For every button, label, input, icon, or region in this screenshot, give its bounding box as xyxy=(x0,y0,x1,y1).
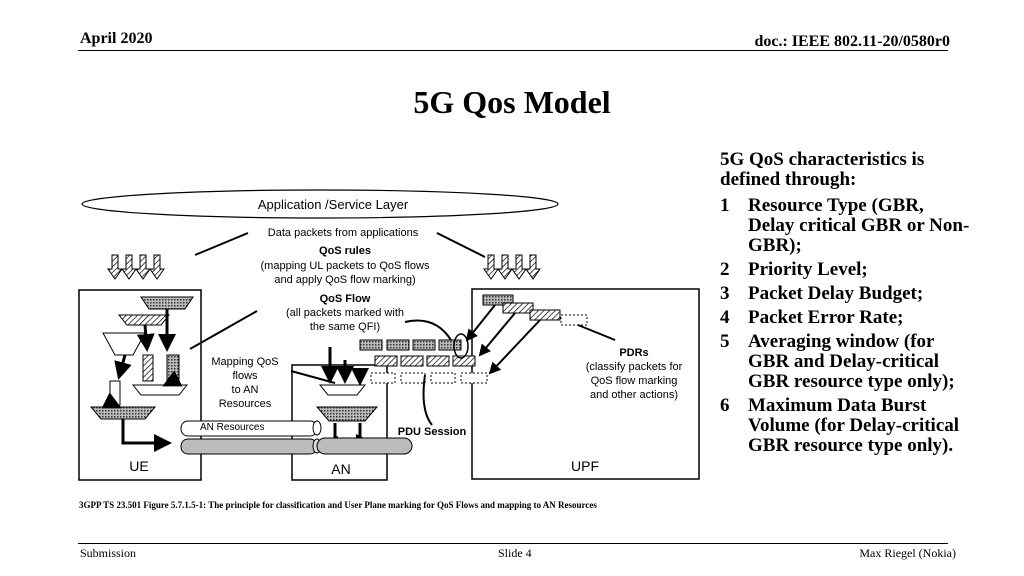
qos-rules-title: QoS rules xyxy=(319,245,371,257)
header-doc-id: doc.: IEEE 802.11-20/0580r0 xyxy=(754,33,950,50)
item-text: Priority Level; xyxy=(748,259,868,280)
item-text: Averaging window (for GBR and Delay-crit… xyxy=(748,331,955,392)
pdrs-line1: (classify packets for xyxy=(586,361,683,373)
pdrs-line3: and other actions) xyxy=(590,389,678,401)
characteristics-title: 5G QoS characteristics is defined throug… xyxy=(720,149,925,190)
upf-input-arrows xyxy=(483,254,541,280)
upf-pdr-elements xyxy=(482,294,588,326)
an-resources-label: AN Resources xyxy=(200,422,264,433)
list-item: 5 Averaging window (for GBR and Delay-cri… xyxy=(720,332,970,392)
qos-rules-line2: and apply QoS flow marking) xyxy=(274,274,415,286)
item-text: Maximum Data Burst Volume (for Delay-cri… xyxy=(748,395,960,456)
an-label: AN xyxy=(331,461,350,477)
item-text: Resource Type (GBR, Delay critical GBR o… xyxy=(748,195,970,256)
list-item: 1 Resource Type (GBR, Delay critical GBR … xyxy=(720,196,970,256)
header-rule xyxy=(78,50,948,51)
data-packets-label: Data packets from applications xyxy=(268,227,419,239)
footer-author: Max Riegel (Nokia) xyxy=(859,546,956,560)
qos-model-diagram: Application /Service Layer UE AN UPF xyxy=(78,189,700,481)
pdu-session-flows xyxy=(359,339,488,384)
upf-internal-arrows xyxy=(465,304,541,375)
callout-lines xyxy=(189,232,616,426)
item-number: 6 xyxy=(720,395,730,416)
list-item: 2 Priority Level; xyxy=(720,260,970,280)
mapping-line4: Resources xyxy=(219,398,272,410)
item-text: Packet Delay Budget; xyxy=(748,283,924,304)
slide-title: 5G Qos Model xyxy=(413,84,611,120)
qos-flow-title: QoS Flow xyxy=(320,293,371,305)
pdu-session-ellipse xyxy=(453,333,469,359)
mapping-line2: flows xyxy=(232,370,258,382)
pdu-session-label: PDU Session xyxy=(398,426,467,438)
ue-input-arrows xyxy=(107,254,165,280)
footer-submission: Submission xyxy=(80,546,137,560)
ue-label: UE xyxy=(129,458,148,474)
list-item: 6 Maximum Data Burst Volume (for Delay-cr… xyxy=(720,396,970,456)
figure-caption: 3GPP TS 23.501 Figure 5.7.1.5-1: The pri… xyxy=(79,500,597,510)
list-item: 4 Packet Error Rate; xyxy=(720,308,970,328)
mapping-line1: Mapping QoS xyxy=(211,356,278,368)
pdrs-title: PDRs xyxy=(619,347,648,359)
item-number: 1 xyxy=(720,195,730,216)
an-resources-pipes xyxy=(180,420,413,455)
qos-flow-line2: the same QFI) xyxy=(310,321,380,333)
qos-flow-line1: (all packets marked with xyxy=(286,307,404,319)
item-number: 5 xyxy=(720,331,730,352)
ue-internal-arrows xyxy=(101,309,183,452)
item-number: 4 xyxy=(720,307,730,328)
header-date: April 2020 xyxy=(80,30,153,47)
item-number: 3 xyxy=(720,283,730,304)
list-item: 3 Packet Delay Budget; xyxy=(720,284,970,304)
qos-characteristics: 5G QoS characteristics is defined throug… xyxy=(720,150,970,460)
item-number: 2 xyxy=(720,259,730,280)
application-layer-ellipse xyxy=(81,189,559,219)
upf-label: UPF xyxy=(571,458,599,474)
footer-slide-number: Slide 4 xyxy=(498,546,532,560)
item-text: Packet Error Rate; xyxy=(748,307,904,328)
footer-rule xyxy=(78,543,948,544)
an-mapping-elements xyxy=(315,384,379,422)
pdrs-line2: QoS flow marking xyxy=(591,375,678,387)
app-layer-label: Application /Service Layer xyxy=(258,197,409,212)
mapping-line3: to AN xyxy=(232,384,259,396)
qos-rules-line1: (mapping UL packets to QoS flows xyxy=(261,260,430,272)
